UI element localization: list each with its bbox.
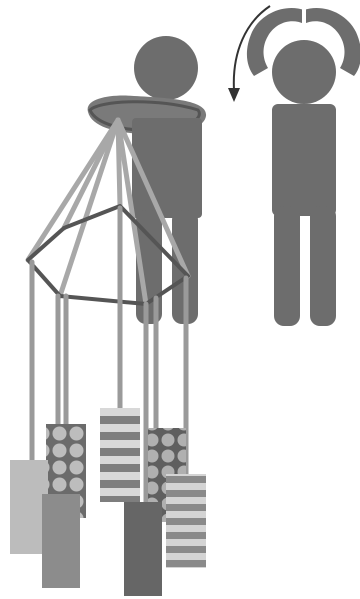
- arm-divider: [302, 6, 306, 28]
- right-leg: [310, 206, 336, 326]
- torso: [132, 118, 202, 218]
- person-front-view: [247, 6, 360, 326]
- panel-striped-center: [100, 408, 140, 502]
- panel-dark-center: [124, 502, 162, 596]
- hanging-panels: [10, 408, 206, 596]
- left-leg: [274, 206, 300, 326]
- head: [134, 36, 198, 100]
- torso: [272, 104, 336, 216]
- rotation-arrow-head: [228, 88, 240, 102]
- panel-mid-left: [42, 494, 80, 588]
- head: [272, 40, 336, 104]
- panel-striped-right: [166, 474, 206, 568]
